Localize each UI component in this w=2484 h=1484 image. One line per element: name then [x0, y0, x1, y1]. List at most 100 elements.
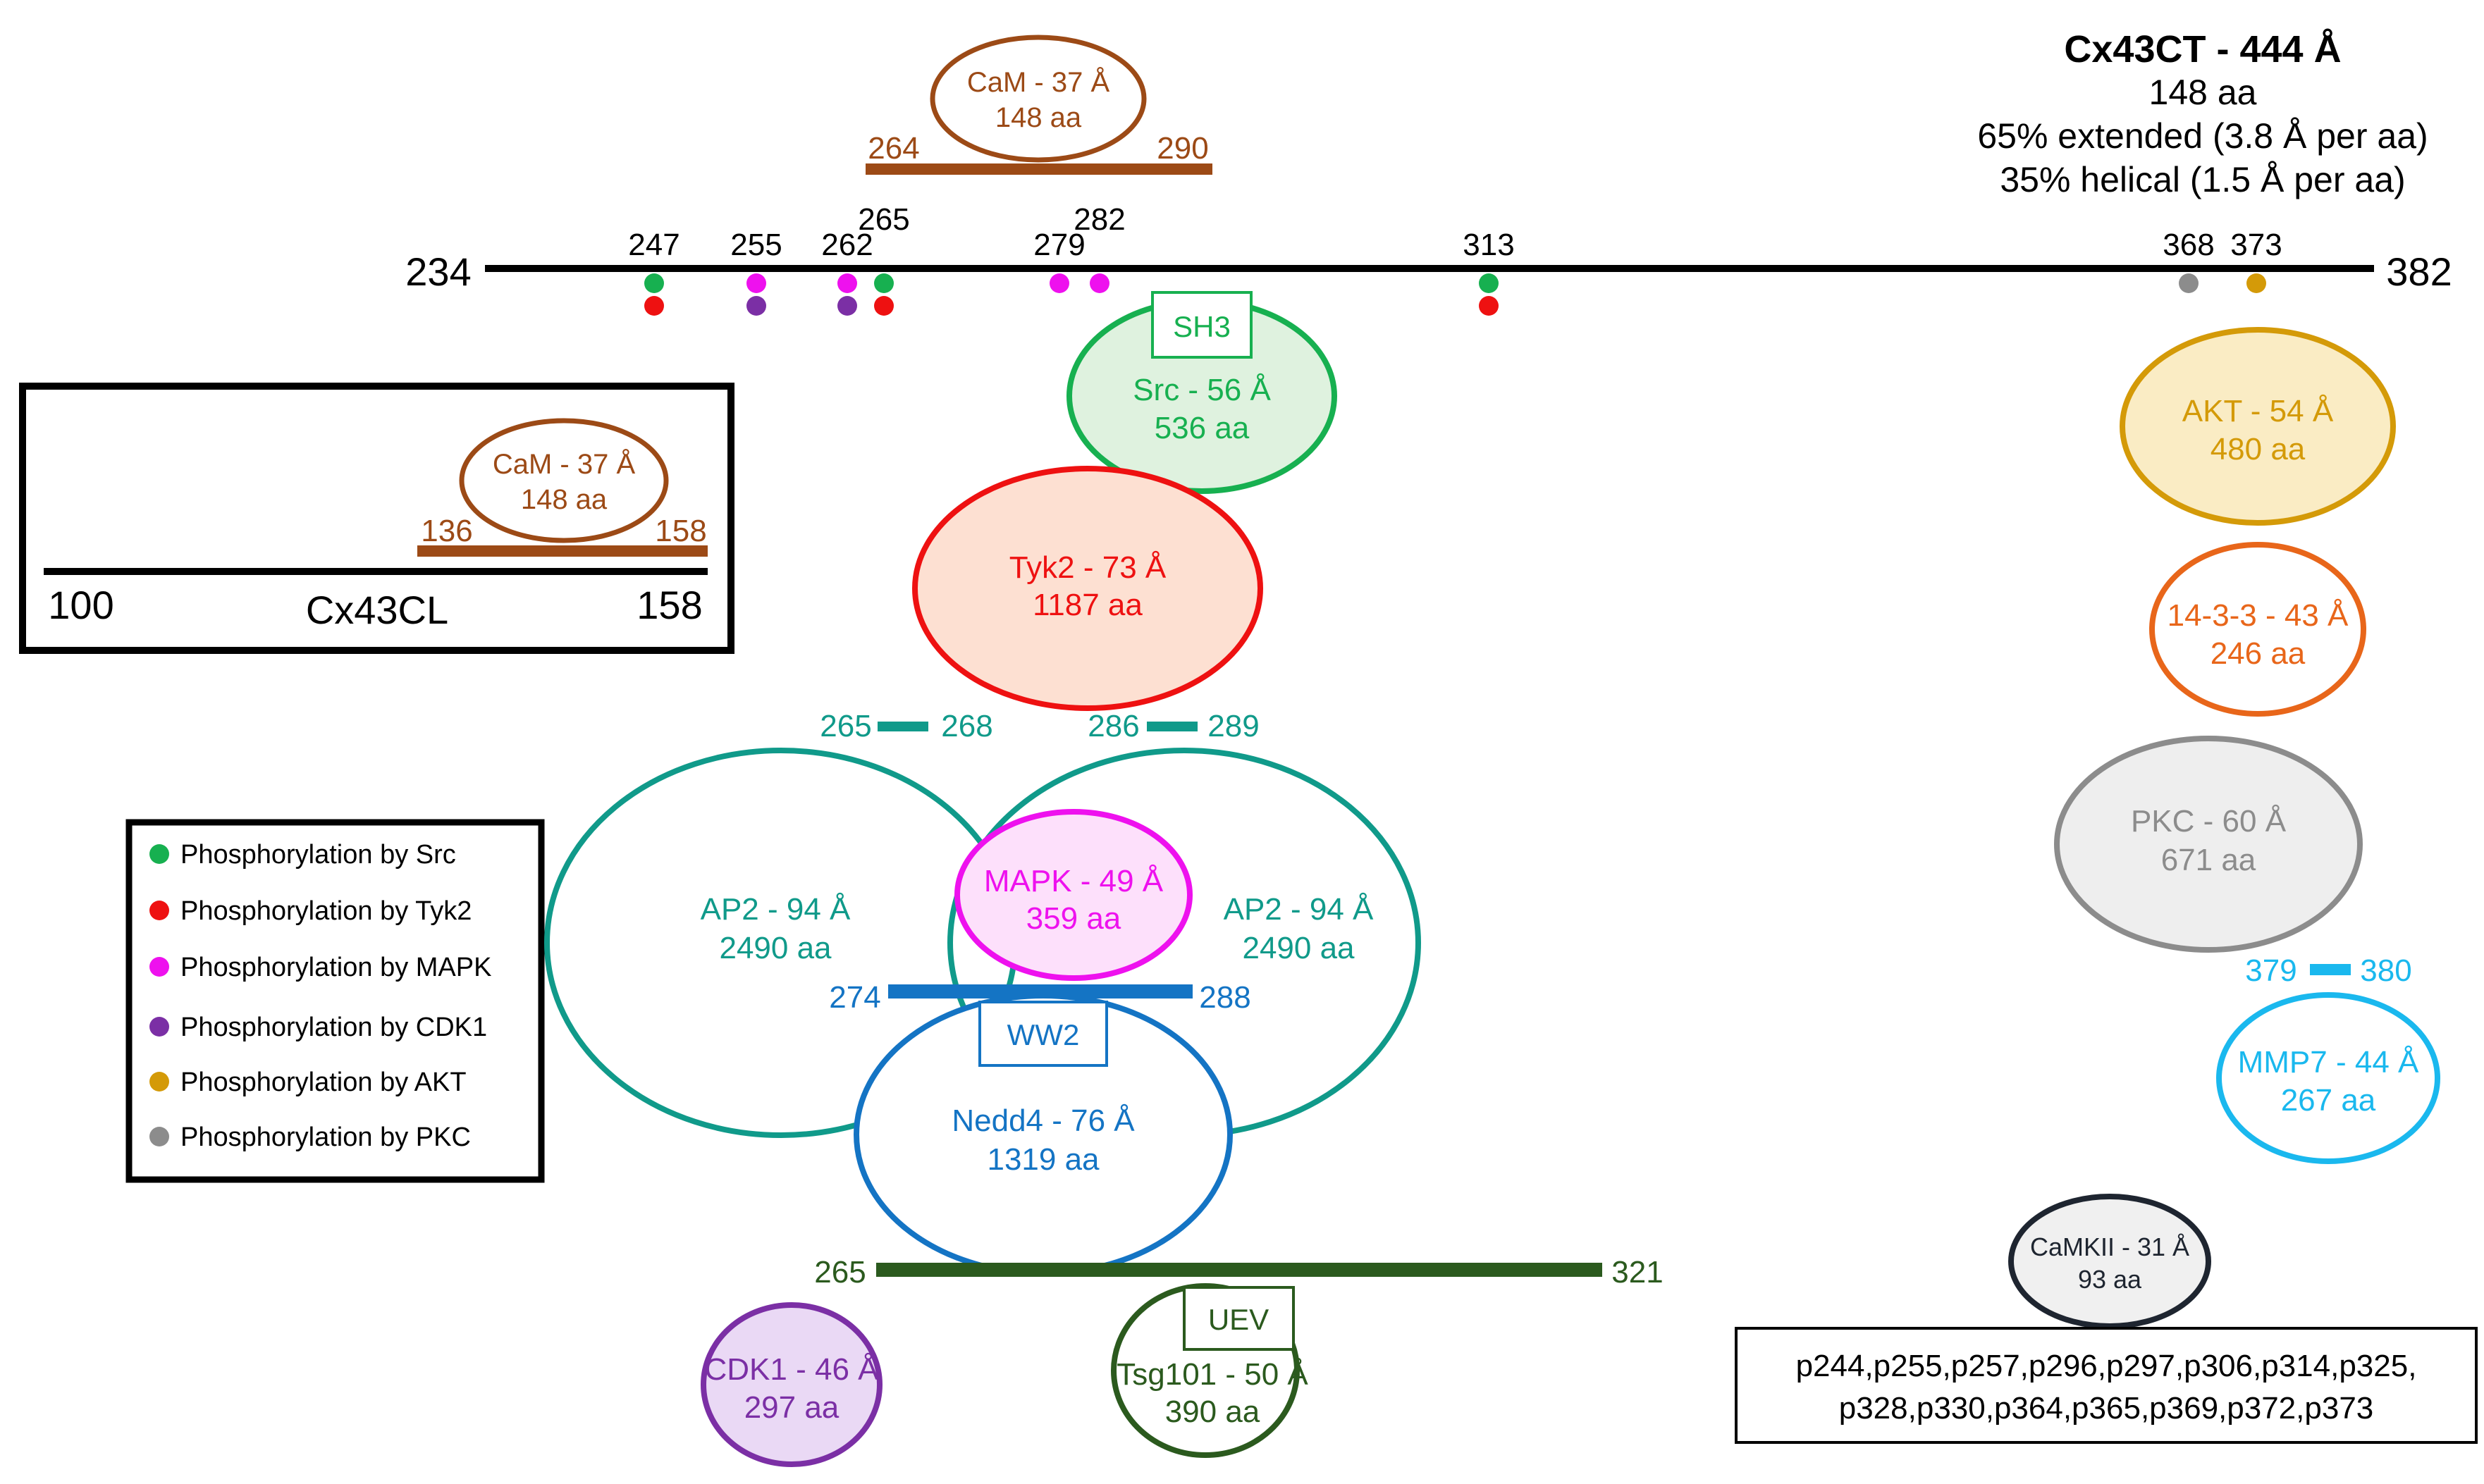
- uev-domain-box: [1183, 1286, 1295, 1351]
- protein-mmp7: 379 380 MMP7 - 44 Å 267 aa: [2216, 953, 2440, 1164]
- uev-domain-label: UEV: [1208, 1303, 1269, 1336]
- ap2-right-range-start: 286: [1088, 709, 1139, 743]
- tsg101-range-bar: [876, 1263, 1602, 1277]
- dot-265-src: [874, 273, 894, 293]
- mmp7-name: MMP7 - 44 Å: [2238, 1045, 2419, 1080]
- cam-top-size: 148 aa: [995, 102, 1082, 133]
- ct-tick-265: 265: [858, 202, 909, 237]
- legend-dot-akt: [149, 1072, 169, 1092]
- dot-247-src: [644, 273, 664, 293]
- akt-size: 480 aa: [2211, 432, 2306, 466]
- ct-line-end: 382: [2386, 249, 2452, 294]
- ct-tick-313: 313: [1463, 228, 1514, 262]
- nedd4-range-start: 274: [829, 980, 880, 1015]
- camkii-sites-line2: p328,p330,p364,p365,p369,p372,p373: [1839, 1391, 2374, 1426]
- header-title: Cx43CT - 444 Å: [2064, 28, 2341, 70]
- protein-camkii: CaMKII - 31 Å 93 aa p244,p255,p257,p296,…: [1735, 1194, 2478, 1444]
- pkc-name: PKC - 60 Å: [2131, 804, 2287, 839]
- cdk1-size: 297 aa: [744, 1390, 840, 1425]
- dot-279-mapk: [1050, 273, 1069, 293]
- pkc-size: 671 aa: [2161, 843, 2256, 877]
- ct-tick-247: 247: [628, 228, 680, 262]
- ap2-left-name: AP2 - 94 Å: [701, 892, 851, 927]
- camkii-name: CaMKII - 31 Å: [2030, 1232, 2189, 1261]
- dot-262-cdk1: [837, 296, 857, 316]
- inset-cx43cl: CaM - 37 Å 148 aa 136 158 100 Cx43CL 158: [19, 383, 734, 654]
- src-size: 536 aa: [1155, 411, 1250, 445]
- tsg101-size: 390 aa: [1165, 1395, 1260, 1429]
- inset-cam-size: 148 aa: [521, 484, 608, 515]
- mmp7-range-start: 379: [2245, 953, 2297, 988]
- sh3-domain-label: SH3: [1173, 310, 1231, 343]
- dot-368-pkc: [2179, 273, 2199, 293]
- legend-label-cdk1: Phosphorylation by CDK1: [180, 1013, 487, 1042]
- cam-top: CaM - 37 Å 148 aa 264 290: [866, 35, 1212, 175]
- ww2-domain-label: WW2: [1007, 1018, 1080, 1051]
- legend: Phosphorylation by Src Phosphorylation b…: [125, 819, 545, 1183]
- legend-frame: [125, 819, 545, 1183]
- dot-313-src: [1479, 273, 1499, 293]
- mmp7-range-bar: [2310, 964, 2351, 975]
- cdk1-ellipse: [701, 1302, 883, 1467]
- ap2-ranges: 265 268 286 289: [820, 709, 1259, 743]
- dot-255-cdk1: [746, 296, 766, 316]
- camkii-sites-line1: p244,p255,p257,p296,p297,p306,p314,p325,: [1796, 1349, 2417, 1383]
- legend-dot-pkc: [149, 1127, 169, 1146]
- header-line3: 35% helical (1.5 Å per aa): [2000, 160, 2405, 199]
- legend-label-src: Phosphorylation by Src: [180, 840, 456, 870]
- dot-282-mapk: [1090, 273, 1109, 293]
- protein-cdk1: CDK1 - 46 Å 297 aa: [701, 1302, 883, 1467]
- mapk-ellipse: [954, 809, 1193, 981]
- protein-14-3-3: 14-3-3 - 43 Å 246 aa: [2149, 542, 2366, 717]
- akt-name: AKT - 54 Å: [2182, 394, 2334, 428]
- cam-top-range-start: 264: [868, 131, 919, 166]
- dot-373-akt: [2246, 273, 2266, 293]
- ap2-right-range-bar: [1147, 722, 1198, 731]
- tyk2-size: 1187 aa: [1033, 588, 1143, 622]
- protein-mapk: MAPK - 49 Å 359 aa: [954, 809, 1193, 981]
- tsg101-range: 265 321: [814, 1255, 1663, 1290]
- inset-cam-range-start: 136: [421, 514, 472, 548]
- inset-line-bar: [44, 568, 708, 575]
- tsg101-range-end: 321: [1611, 1255, 1663, 1290]
- tsg101-name: Tsg101 - 50 Å: [1117, 1357, 1308, 1392]
- legend-dot-mapk: [149, 957, 169, 977]
- protein-pkc: PKC - 60 Å 671 aa: [2054, 736, 2363, 953]
- ct-tick-368: 368: [2163, 228, 2214, 262]
- tyk2-ellipse: [912, 466, 1263, 711]
- inset-cam-range-bar: [417, 545, 708, 557]
- camkii-sites-box: [1735, 1327, 2478, 1444]
- ap2-left-range-start: 265: [820, 709, 871, 743]
- akt-ellipse: [2120, 327, 2396, 526]
- header-line2: 65% extended (3.8 Å per aa): [1977, 116, 2428, 156]
- header-line1: 148 aa: [2149, 73, 2257, 112]
- inset-frame: [19, 383, 734, 654]
- dot-313-tyk2: [1479, 296, 1499, 316]
- ap2-left-range-bar: [878, 722, 928, 731]
- nedd4-range-end: 288: [1199, 980, 1250, 1015]
- ap2-right-range-end: 289: [1207, 709, 1259, 743]
- dot-247-tyk2: [644, 296, 664, 316]
- header: Cx43CT - 444 Å 148 aa 65% extended (3.8 …: [1977, 28, 2428, 199]
- inset-cam-name: CaM - 37 Å: [493, 448, 636, 480]
- dot-255-mapk: [746, 273, 766, 293]
- legend-dot-src: [149, 844, 169, 864]
- ap2-left-size: 2490 aa: [719, 931, 832, 965]
- legend-label-tyk2: Phosphorylation by Tyk2: [180, 896, 472, 926]
- ct-tick-282: 282: [1074, 202, 1125, 237]
- p1433-name: 14-3-3 - 43 Å: [2168, 598, 2349, 633]
- legend-label-pkc: Phosphorylation by PKC: [180, 1123, 471, 1152]
- inset-cam-ellipse: [459, 418, 669, 543]
- dot-265-tyk2: [874, 296, 894, 316]
- cam-top-name: CaM - 37 Å: [967, 66, 1110, 98]
- protein-tyk2: Tyk2 - 73 Å 1187 aa: [912, 466, 1263, 711]
- inset-line-label: Cx43CL: [306, 588, 448, 632]
- ww2-domain-box: [978, 1001, 1108, 1067]
- legend-label-akt: Phosphorylation by AKT: [180, 1068, 467, 1097]
- ap2-right-name: AP2 - 94 Å: [1224, 892, 1374, 927]
- p1433-ellipse: [2149, 542, 2366, 717]
- cam-top-ellipse: [930, 35, 1147, 163]
- cam-top-range-bar: [866, 163, 1212, 175]
- ap2-right-size: 2490 aa: [1242, 931, 1355, 965]
